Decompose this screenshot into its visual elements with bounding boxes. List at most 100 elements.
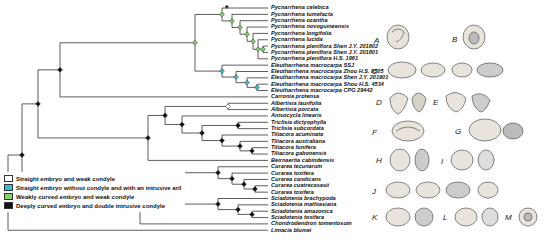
figure-letter: B: [452, 35, 457, 44]
taxon-label: Tiliacora acuminata: [271, 131, 323, 138]
tree-branch: [255, 185, 268, 186]
taxon-label: Eleutharrhena macrocarpa Shen J.Y. 20190…: [271, 74, 388, 81]
taxon-label: Pycnarrhena pleniflora Shen J.Y. 201801: [271, 49, 378, 56]
node-marker: [238, 25, 243, 30]
tree-branch: [222, 135, 268, 136]
tree-branch: [247, 27, 268, 28]
taxon-label: Sciadotenia brachypoda: [271, 195, 336, 202]
tree-branch: [257, 90, 268, 91]
node-marker: [216, 170, 221, 175]
tree-branch: [263, 46, 268, 47]
taxon-label: Pycnarrhena tumefacta: [271, 11, 333, 18]
legend-row: Straight embryo and weak condyle: [4, 174, 181, 183]
tree-branch: [140, 223, 268, 224]
tree-branch: [247, 77, 268, 78]
taxon-label: Sciadotenia amazonica: [271, 208, 333, 215]
tree-branch: [222, 8, 268, 9]
legend: Straight embryo and weak condyleStraight…: [2, 172, 185, 212]
taxon-label: Pycnarrhena pleniflora H.S. 1961: [271, 55, 358, 62]
tree-branch: [258, 39, 268, 40]
node-marker: [180, 122, 185, 127]
tree-branch: [232, 173, 268, 174]
taxon-label: Eleutharrhena macrocarpa Shou H.S. 4534: [271, 81, 384, 88]
figure-letter: I: [441, 157, 443, 166]
tree-branch: [238, 122, 268, 123]
figure-letter: D: [376, 98, 382, 107]
taxon-label: Tiliacora funifera: [271, 144, 316, 151]
tree-branch: [252, 147, 268, 148]
taxon-label: Triclisia dictyophylla: [271, 119, 326, 126]
node-marker: [245, 80, 250, 85]
taxon-label: Pycnarrhena celebica: [271, 4, 329, 11]
tree-branch: [202, 125, 238, 126]
node-marker: [193, 40, 198, 45]
node-marker: [236, 123, 241, 128]
node-marker: [200, 131, 205, 136]
tree-branch: [202, 140, 222, 141]
tree-branch: [253, 33, 268, 34]
tree-branch: [238, 128, 268, 129]
taxon-label: Tiliacora australiana: [271, 138, 325, 145]
taxon-label: Curarea cuatrecasasii: [271, 182, 329, 189]
tree-branch: [236, 71, 268, 72]
legend-text: Straight embryo and weak condyle: [16, 175, 115, 183]
tree-branch: [195, 14, 222, 15]
taxon-label: Beirnaertia cabindensis: [271, 157, 334, 164]
tree-branch: [232, 14, 268, 15]
node-marker: [234, 75, 239, 80]
taxon-label: Pycnarrhena longifolia: [271, 30, 331, 37]
tree-branch: [228, 109, 268, 110]
figure-letter: C: [372, 67, 378, 76]
taxon-label: Eleutharrhena macrocarpa SSJ: [271, 62, 354, 69]
legend-text: Weakly curved embryo and weak condyle: [16, 193, 134, 201]
figure-letter: M: [505, 213, 512, 222]
node-marker: [253, 187, 258, 192]
figure-letter: K: [372, 213, 377, 222]
taxon-label: Anisocycla linearis: [271, 112, 322, 119]
taxon-label: Curarea toxifera: [271, 189, 314, 196]
legend-swatch: [4, 175, 13, 182]
tree-branch: [255, 192, 268, 193]
taxon-label: Eleutharrhena macrocarpa Zhou H.S. 8505: [271, 68, 384, 75]
tree-branch: [8, 230, 268, 231]
tree-branch: [218, 209, 238, 210]
tree-branch: [244, 179, 268, 180]
taxon-label: Limacia blumei: [271, 227, 311, 234]
tree-branch: [222, 65, 268, 66]
support-asterisk: *: [225, 4, 229, 13]
tree-branch: [182, 133, 202, 134]
legend-swatch: [4, 193, 13, 200]
tree-branch: [38, 69, 60, 70]
node-marker: [250, 212, 255, 217]
tree-branch: [257, 84, 268, 85]
node-marker: [250, 148, 255, 153]
tree-branch: [240, 141, 268, 142]
figure-letter: J: [372, 187, 376, 196]
tree-branch: [38, 137, 148, 138]
node-marker: [251, 39, 256, 44]
legend-text: Straight embryo without condyle and with…: [16, 184, 181, 192]
tree-branch: [218, 166, 268, 167]
figure-letter: G: [455, 127, 461, 136]
node-marker: [20, 153, 25, 158]
taxon-label: Sciadotenia toxifera: [271, 214, 324, 221]
tree-branch: [252, 154, 268, 155]
node-marker: [238, 144, 243, 149]
legend-swatch: [4, 184, 13, 191]
taxon-label: Pycnarrhena pleniflora Shen J.Y. 201802: [271, 43, 378, 50]
taxon-label: Albertisia porcata: [271, 106, 318, 113]
taxon-label: Chondrodendron tomentosum: [271, 220, 352, 227]
tree-branch: [182, 115, 268, 116]
node-marker: [255, 85, 260, 90]
legend-text: Deeply curved embryo and double intrusiv…: [16, 202, 165, 210]
node-marker: [261, 47, 266, 52]
node-marker: [242, 182, 247, 187]
figure-letter: E: [433, 98, 438, 107]
figure-letter: H: [376, 156, 382, 165]
tree-branch: [60, 96, 268, 97]
tree-branch: [252, 217, 268, 218]
tree-branch: [60, 42, 195, 43]
taxon-label: Pycnarrhena lucida: [271, 36, 323, 43]
taxon-label: Pycnarrhena novoguineensis: [271, 23, 349, 30]
tree-branch: [258, 58, 268, 59]
